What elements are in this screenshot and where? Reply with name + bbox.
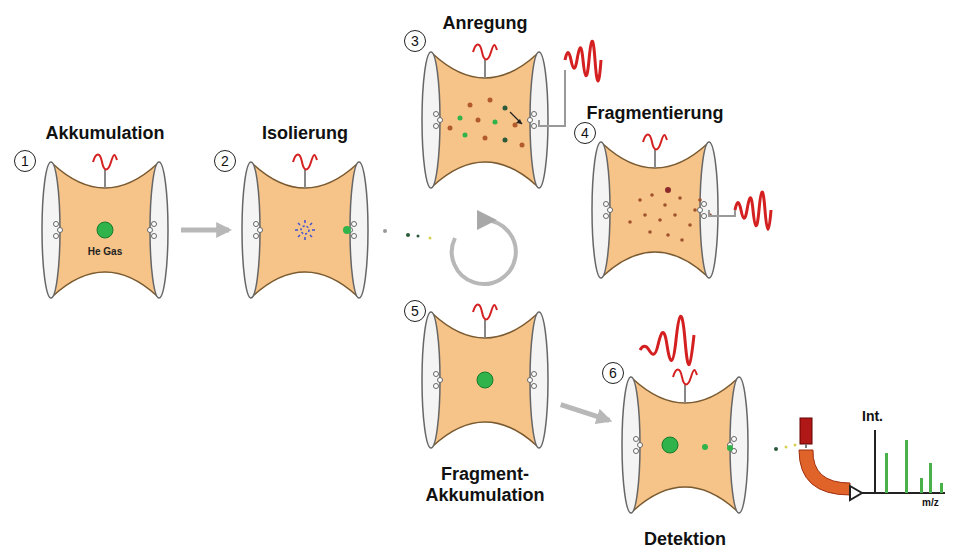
callout-number: 3 xyxy=(404,30,426,52)
callout-number: 1 xyxy=(14,150,36,172)
axis-label: m/z xyxy=(922,497,939,508)
ion-trap: Fragment-Akkumulation xyxy=(415,300,555,460)
flow-arrow xyxy=(561,405,610,421)
callout-number: 2 xyxy=(214,150,236,172)
gas-label: He Gas xyxy=(88,246,122,257)
step-heading: Fragment-Akkumulation xyxy=(420,464,550,505)
step-heading: Anregung xyxy=(443,13,528,34)
step-heading: Akkumulation xyxy=(45,123,164,144)
axis-label: Int. xyxy=(862,408,883,424)
ion-trap: Fragmentierung xyxy=(585,130,725,290)
ion-trap: Isolierung xyxy=(235,150,375,310)
ion-trap: AkkumulationHe Gas xyxy=(35,150,175,310)
flow-arrow xyxy=(181,228,229,233)
step-heading: Detektion xyxy=(644,529,726,550)
step-heading: Fragmentierung xyxy=(586,103,723,124)
ion-trap: Anregung xyxy=(415,40,555,200)
callout-number: 4 xyxy=(574,122,596,144)
ion-trap: Detektion xyxy=(615,365,755,525)
step-heading: Isolierung xyxy=(262,123,348,144)
callout-number: 5 xyxy=(404,300,426,322)
callout-number: 6 xyxy=(602,362,624,384)
